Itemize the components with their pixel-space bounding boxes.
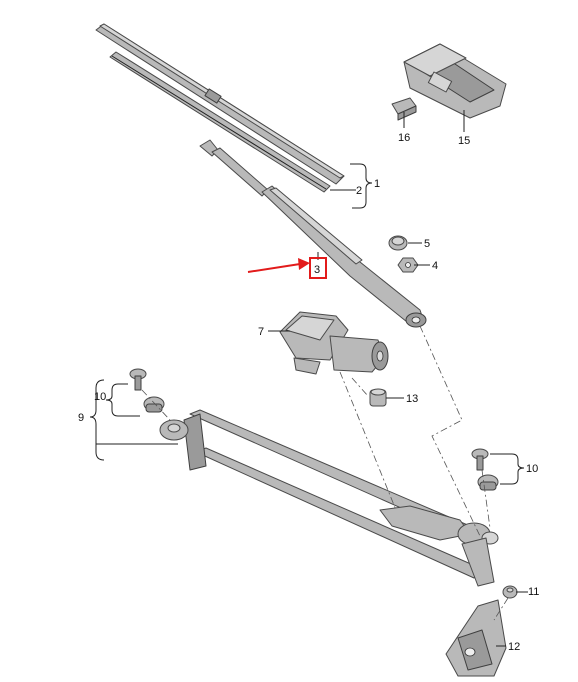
wiper-rubber-part-2[interactable] [109,51,331,193]
label-part-3: 3 [314,264,320,276]
group-braces [89,163,525,485]
wiper-blade-part-1[interactable] [95,23,345,185]
bolt-grommet-left-part-10[interactable] [129,368,165,413]
highlight-arrow [247,258,310,273]
label-part-9: 9 [78,412,84,424]
bolt-grommet-right-part-10[interactable] [471,448,499,491]
label-part-2: 2 [356,185,362,197]
label-part-1: 1 [374,178,380,190]
assembly-dash-lines [141,325,509,621]
nut-part-11[interactable] [502,585,518,599]
wiper-motor-part-7[interactable] [279,311,389,375]
nut-part-4[interactable] [397,257,419,273]
label-part-10-left: 10 [94,391,106,403]
bracket-part-12[interactable] [445,599,507,677]
label-part-12: 12 [508,641,520,653]
highlight-box-part-3 [309,257,327,279]
wiper-arm-part-3[interactable] [199,139,427,328]
label-part-15: 15 [458,135,470,147]
control-unit-part-15[interactable] [403,43,507,119]
label-part-5: 5 [424,238,430,250]
label-part-11: 11 [528,586,539,598]
label-part-7: 7 [258,326,264,338]
label-part-13: 13 [406,393,418,405]
wiper-linkage-part-9[interactable] [159,409,499,587]
label-part-10-right: 10 [526,463,538,475]
label-part-16: 16 [398,132,410,144]
connector-part-16[interactable] [391,97,417,121]
cap-part-5[interactable] [388,235,408,251]
leader-lines [268,110,528,647]
label-part-4: 4 [432,260,438,272]
bushing-part-13[interactable] [369,388,387,407]
